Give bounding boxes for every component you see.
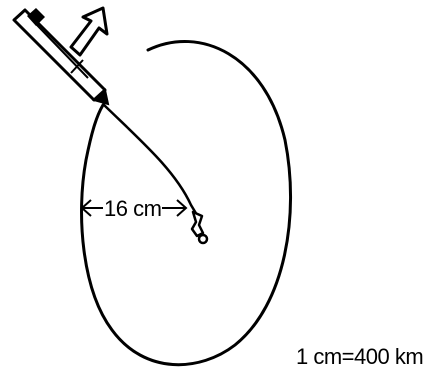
- string-line: [102, 103, 202, 221]
- pencil-icon: [12, 8, 110, 106]
- radius-label: 16 cm: [104, 196, 161, 221]
- drawn-ellipse-curve: [80, 40, 293, 367]
- direction-arrow-icon: [69, 6, 109, 57]
- radius-dimension: 16 cm: [80, 196, 188, 221]
- scale-label: 1 cm=400 km: [296, 344, 423, 369]
- pin-icon: [190, 210, 209, 245]
